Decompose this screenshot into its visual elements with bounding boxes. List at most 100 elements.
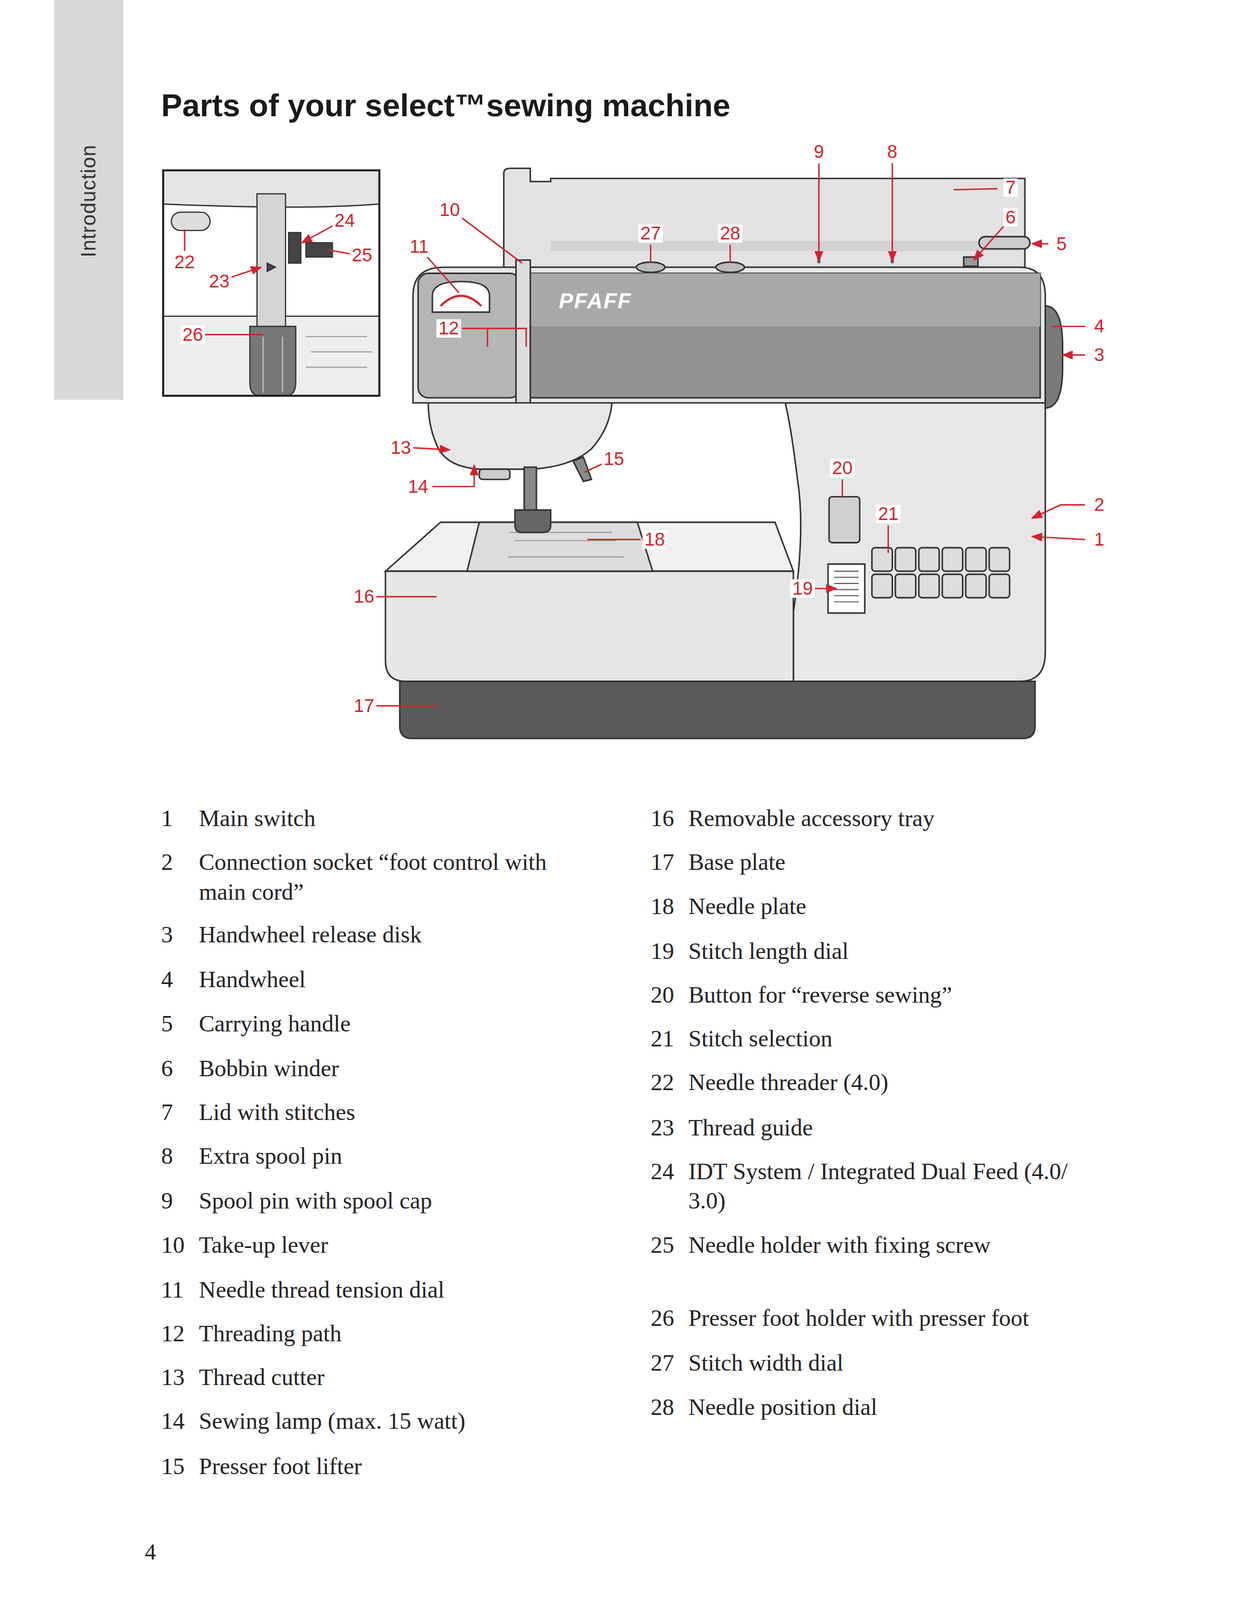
leader-lines <box>817 163 820 262</box>
machine-body <box>440 295 482 307</box>
part-number: 24 <box>650 1156 674 1186</box>
callout-number: 4 <box>1092 317 1107 336</box>
part-name: Sewing lamp (max. 15 watt) <box>198 1406 599 1436</box>
inset-detail <box>163 170 380 396</box>
leader-lines <box>183 229 186 251</box>
part-name: Stitch length dial <box>688 936 1102 966</box>
part-name: Spool pin with spool cap <box>198 1185 599 1216</box>
machine-body <box>965 547 986 572</box>
callout-number: 27 <box>638 224 663 243</box>
callout-number: 17 <box>351 696 377 715</box>
callout-number: 21 <box>876 504 901 524</box>
part-number: 23 <box>650 1112 674 1143</box>
machine-body <box>399 681 1035 739</box>
part-number: 2 <box>161 847 173 877</box>
leader-lines <box>204 333 263 336</box>
callout-number: 15 <box>601 449 626 468</box>
machine-body <box>918 574 939 598</box>
part-number: 9 <box>161 1185 173 1216</box>
callout-number: 6 <box>1003 207 1018 227</box>
part-name: Connection socket “foot control with mai… <box>198 847 599 907</box>
leader-lines <box>587 538 641 541</box>
part-name: Button for “reverse sewing” <box>688 980 1102 1010</box>
machine-body <box>833 571 859 602</box>
machine-body <box>550 240 1021 251</box>
callout-number: 20 <box>830 459 855 478</box>
part-number: 25 <box>650 1229 674 1259</box>
machine-body <box>989 547 1010 572</box>
part-number: 6 <box>161 1053 173 1083</box>
callout-number: 24 <box>332 211 357 230</box>
part-number: 10 <box>161 1229 185 1259</box>
machine-body <box>989 574 1010 598</box>
leader-lines <box>184 163 1086 706</box>
part-name: Thread cutter <box>198 1362 599 1392</box>
callout-number: 12 <box>436 319 462 338</box>
leader-lines <box>328 250 351 255</box>
leader-lines <box>376 704 437 707</box>
machine-body <box>432 281 490 312</box>
inset-detail <box>163 170 380 396</box>
part-name: Needle threader (4.0) <box>688 1067 1102 1097</box>
callout-number: 23 <box>206 272 232 291</box>
part-name: Main switch <box>198 803 599 833</box>
leader-lines <box>891 163 894 262</box>
machine-body <box>385 168 1063 739</box>
leader-lines <box>953 188 998 190</box>
part-name: Presser foot lifter <box>198 1450 599 1481</box>
callout-number: 13 <box>388 438 414 457</box>
callout-number: 16 <box>351 587 377 606</box>
brand-logo: PFAFF <box>558 288 632 313</box>
part-name: Take-up lever <box>198 1229 599 1259</box>
machine-body <box>636 262 665 273</box>
machine-body <box>978 236 1031 250</box>
machine-body <box>895 574 916 598</box>
leader-lines <box>432 464 475 487</box>
section-label: Introduction <box>76 144 101 258</box>
leader-lines <box>841 479 844 498</box>
callout-number: 22 <box>172 252 197 271</box>
part-name: IDT System / Integrated Dual Feed (4.0/ … <box>688 1156 1102 1216</box>
part-number: 7 <box>161 1097 173 1127</box>
machine-body <box>530 273 1041 327</box>
leader-lines <box>887 525 889 553</box>
callout-number: 3 <box>1092 345 1107 364</box>
machine-body <box>965 574 986 598</box>
machine-body <box>418 273 520 398</box>
inset-detail <box>163 316 380 396</box>
leader-lines <box>376 595 437 598</box>
part-name: Thread guide <box>688 1112 1102 1143</box>
machine-body <box>785 402 1046 681</box>
machine-body <box>871 547 893 572</box>
machine-body <box>385 522 794 572</box>
part-name: Extra spool pin <box>198 1141 599 1171</box>
part-number: 13 <box>161 1362 185 1392</box>
leader-lines <box>1031 504 1085 519</box>
machine-body <box>819 252 893 263</box>
section-tab: Introduction <box>53 0 124 400</box>
callout-number: 2 <box>1092 495 1107 514</box>
machine-body <box>829 496 860 543</box>
inset-detail <box>306 336 373 367</box>
machine-body <box>716 262 745 273</box>
page-title: Parts of your select™sewing machine <box>161 87 731 125</box>
part-number: 1 <box>161 803 173 833</box>
machine-body <box>467 522 653 572</box>
machine-body <box>413 267 1046 403</box>
machine-body <box>507 532 624 557</box>
machine-body <box>503 168 1025 268</box>
machine-body <box>871 574 893 598</box>
part-number: 11 <box>161 1274 184 1305</box>
part-number: 18 <box>650 891 674 921</box>
callout-number: 8 <box>885 142 900 162</box>
part-name: Stitch selection <box>688 1023 1102 1054</box>
inset-detail <box>163 170 380 396</box>
part-number: 16 <box>650 803 674 833</box>
part-name: Needle thread tension dial <box>198 1274 599 1305</box>
part-number: 14 <box>161 1406 185 1436</box>
machine-body <box>918 547 939 572</box>
machine-body <box>385 571 794 682</box>
part-name: Lid with stitches <box>198 1097 599 1127</box>
